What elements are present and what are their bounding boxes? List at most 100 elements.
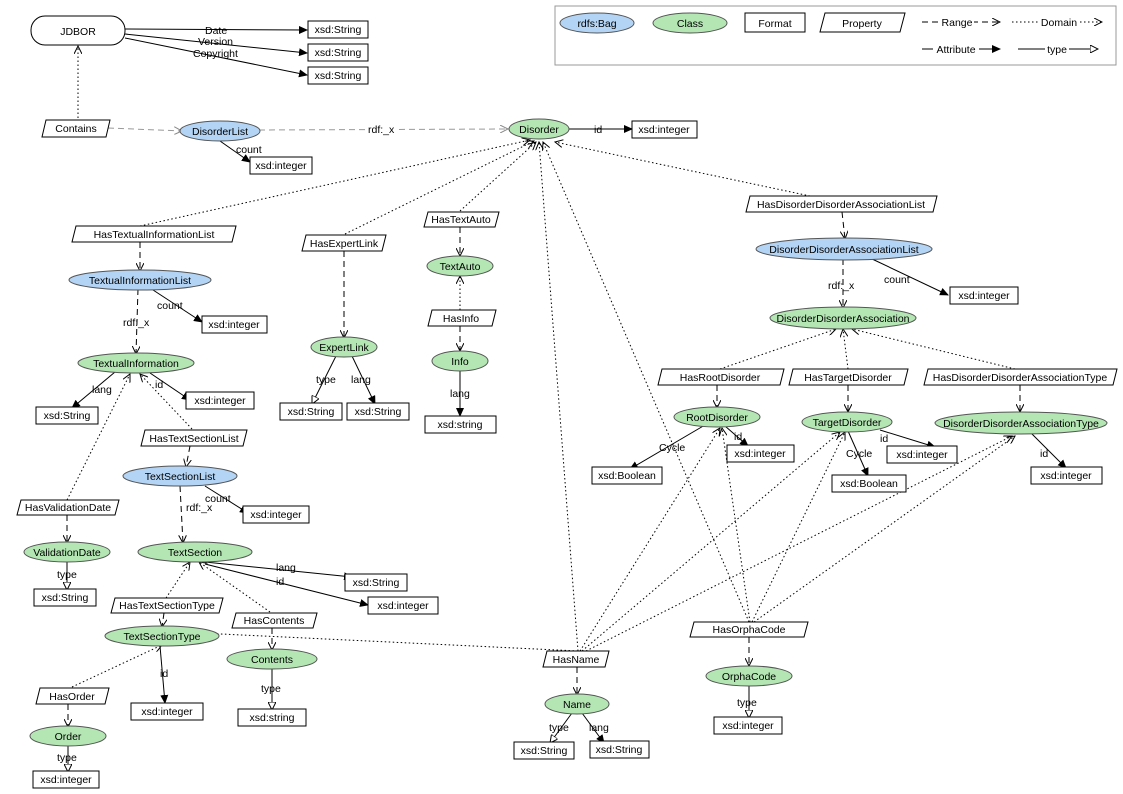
edge-label-id: id xyxy=(155,379,163,391)
node-rd-id: xsd:integer xyxy=(726,444,795,463)
node-ti-lang: xsd:String xyxy=(35,406,99,425)
legend: rdfs:Bag Class Format Property Range Dom… xyxy=(554,5,1117,66)
edge-labels: Date Version Copyright rdf:_x count id c… xyxy=(57,25,1048,764)
edge-label-type: type xyxy=(57,569,77,581)
svg-text:HasTextSectionType: HasTextSectionType xyxy=(119,600,215,612)
node-dda-type: DisorderDisorderAssociationType xyxy=(934,411,1108,435)
edge-label-id: id xyxy=(1040,448,1048,460)
svg-text:xsd:String: xsd:String xyxy=(315,70,362,82)
svg-text:RootDisorder: RootDisorder xyxy=(686,412,748,424)
legend-range: Range xyxy=(922,16,1000,29)
node-dda: DisorderDisorderAssociation xyxy=(769,306,917,330)
svg-text:HasOrder: HasOrder xyxy=(49,691,95,703)
legend-domain: Domain xyxy=(1012,16,1102,29)
node-disorder-list: DisorderList xyxy=(179,120,261,142)
svg-text:xsd:integer: xsd:integer xyxy=(1040,470,1092,482)
edge-label-version: Version xyxy=(198,36,233,48)
svg-text:xsd:integer: xsd:integer xyxy=(255,160,307,172)
svg-text:Class: Class xyxy=(677,18,703,30)
edge-label-copyright: Copyright xyxy=(193,48,238,60)
node-ddat-id: xsd:integer xyxy=(1030,466,1103,485)
node-has-dda-list: HasDisorderDisorderAssociationList xyxy=(745,195,938,213)
node-info-lang: xsd:string xyxy=(424,415,497,434)
node-has-root-disorder: HasRootDisorder xyxy=(657,368,785,386)
node-name: Name xyxy=(544,693,610,715)
legend-attribute: Attribute xyxy=(922,43,1001,56)
node-has-text-section-list: HasTextSectionList xyxy=(140,429,248,447)
svg-text:xsd:String: xsd:String xyxy=(596,744,643,756)
edge-label-type: type xyxy=(737,697,757,709)
node-fmt-date: xsd:String xyxy=(307,20,369,39)
node-el-lang: xsd:String xyxy=(346,402,410,421)
node-has-name: HasName xyxy=(542,650,610,668)
svg-text:xsd:String: xsd:String xyxy=(315,47,362,59)
svg-text:xsd:integer: xsd:integer xyxy=(194,395,246,407)
svg-text:HasDisorderDisorderAssociation: HasDisorderDisorderAssociationType xyxy=(933,372,1108,384)
node-target-disorder: TargetDisorder xyxy=(801,411,893,433)
svg-text:xsd:String: xsd:String xyxy=(315,24,362,36)
node-disorder: Disorder xyxy=(508,118,570,140)
svg-text:xsd:String: xsd:String xyxy=(353,577,400,589)
edge-label-date: Date xyxy=(205,25,227,37)
svg-text:xsd:integer: xsd:integer xyxy=(734,448,786,460)
svg-text:HasRootDisorder: HasRootDisorder xyxy=(680,372,761,384)
svg-text:xsd:string: xsd:string xyxy=(438,419,483,431)
edge-label-rdf-x: rdf:_x xyxy=(828,280,855,292)
svg-text:HasName: HasName xyxy=(553,654,600,666)
node-order-type: xsd:integer xyxy=(32,770,100,789)
node-jdbor: JDBOR xyxy=(30,15,126,46)
svg-text:Order: Order xyxy=(55,731,82,743)
edge-label-lang: lang xyxy=(450,388,470,400)
node-textual-information: TextualInformation xyxy=(77,352,195,374)
node-tst-id: xsd:integer xyxy=(130,702,204,721)
edge-label-count: count xyxy=(884,274,910,286)
svg-text:Name: Name xyxy=(563,699,591,711)
node-ts-lang: xsd:String xyxy=(344,573,408,592)
svg-text:HasTextAuto: HasTextAuto xyxy=(431,214,491,226)
node-contents-type: xsd:string xyxy=(237,708,307,727)
svg-text:DisorderDisorderAssociationLis: DisorderDisorderAssociationList xyxy=(769,244,918,256)
svg-text:xsd:String: xsd:String xyxy=(42,592,89,604)
node-text-auto: TextAuto xyxy=(426,255,494,277)
edge-label-type: type xyxy=(549,722,569,734)
edge-label-count: count xyxy=(236,144,262,156)
legend-bag: rdfs:Bag xyxy=(559,12,635,34)
node-disorder-id: xsd:integer xyxy=(631,120,698,139)
svg-text:Domain: Domain xyxy=(1041,17,1077,29)
edge-label-rdf-x: rdf:_x xyxy=(123,317,150,329)
node-fmt-version: xsd:String xyxy=(307,43,369,62)
svg-text:xsd:String: xsd:String xyxy=(355,406,402,418)
node-has-dda-type: HasDisorderDisorderAssociationType xyxy=(923,368,1118,386)
node-has-info: HasInfo xyxy=(427,309,497,327)
legend-class: Class xyxy=(652,12,728,34)
node-tsl-count: xsd:integer xyxy=(242,505,310,524)
svg-text:xsd:String: xsd:String xyxy=(288,406,335,418)
node-rd-cycle: xsd:Boolean xyxy=(591,466,663,485)
edge-label-lang: lang xyxy=(351,374,371,386)
node-ts-id: xsd:integer xyxy=(367,596,439,615)
svg-text:xsd:integer: xsd:integer xyxy=(40,774,92,786)
node-has-orpha-code: HasOrphaCode xyxy=(689,621,809,638)
edges xyxy=(67,25,1067,772)
edge-label-type: type xyxy=(57,752,77,764)
nodes: JDBOR xsd:String xsd:String xsd:String C… xyxy=(16,15,1118,789)
svg-text:DisorderList: DisorderList xyxy=(192,126,248,138)
node-has-validation-date: HasValidationDate xyxy=(16,499,120,516)
svg-text:TextSectionList: TextSectionList xyxy=(145,471,216,483)
svg-text:HasValidationDate: HasValidationDate xyxy=(25,502,111,514)
node-has-contents: HasContents xyxy=(231,612,318,629)
svg-text:TextualInformationList: TextualInformationList xyxy=(89,275,191,287)
edge-label-id: id xyxy=(594,124,602,136)
svg-text:xsd:Boolean: xsd:Boolean xyxy=(598,470,656,482)
svg-text:xsd:Boolean: xsd:Boolean xyxy=(840,478,898,490)
svg-text:ExpertLink: ExpertLink xyxy=(319,342,369,354)
node-el-type: xsd:String xyxy=(279,402,343,421)
node-has-text-section-type: HasTextSectionType xyxy=(110,597,224,614)
svg-text:Disorder: Disorder xyxy=(519,124,559,136)
edge-label-id: id xyxy=(880,433,888,445)
svg-text:HasDisorderDisorderAssociation: HasDisorderDisorderAssociationList xyxy=(757,199,925,211)
svg-text:xsd:integer: xsd:integer xyxy=(208,319,260,331)
svg-text:HasTextSectionList: HasTextSectionList xyxy=(149,433,238,445)
node-dda-list: DisorderDisorderAssociationList xyxy=(755,237,933,261)
node-td-id: xsd:integer xyxy=(886,445,958,464)
